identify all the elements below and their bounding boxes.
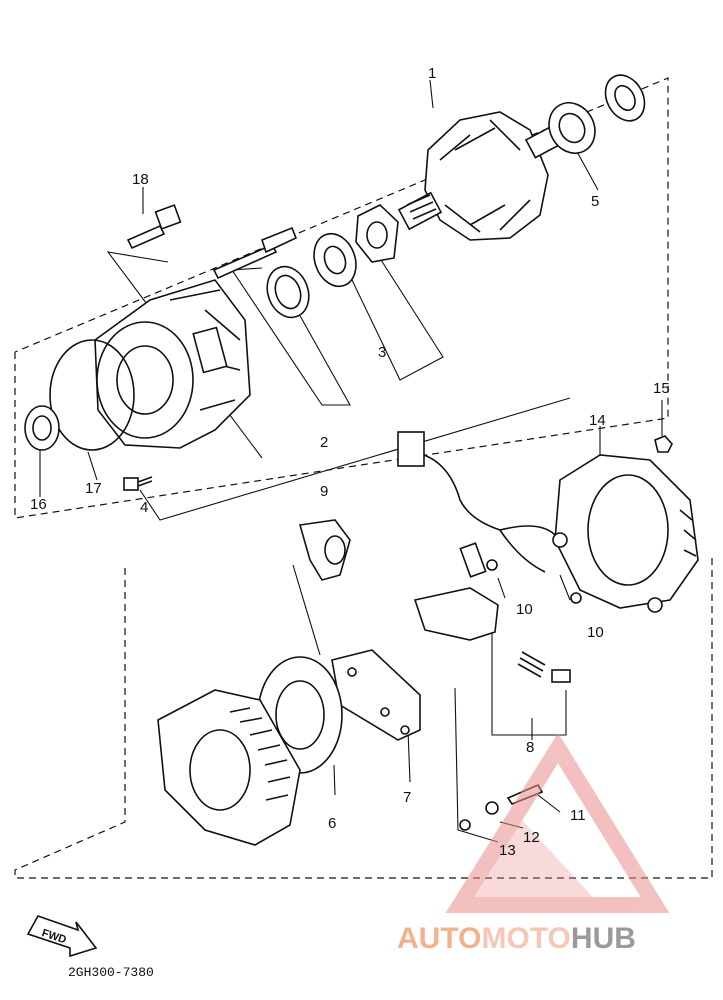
front-housing: [94, 279, 251, 449]
leader-lines: [39, 79, 663, 843]
callout-16: 16: [30, 496, 47, 513]
callout-6: 6: [328, 815, 336, 832]
callout-10-right: 10: [587, 624, 604, 641]
callout-2: 2: [320, 434, 328, 451]
callout-11: 11: [570, 807, 586, 824]
assembly-boundary-upper: [14, 77, 669, 519]
rear-bearing: [548, 74, 646, 154]
watermark-moto: MOTO: [481, 922, 570, 955]
wiring-harness: [397, 431, 556, 573]
brush-holder: [298, 519, 351, 581]
through-bolt: [212, 226, 298, 280]
regulator-assembly: [413, 542, 571, 683]
callout-17: 17: [85, 480, 102, 497]
cover-nut: [654, 435, 673, 453]
assembly-boundary-lower: [14, 555, 713, 879]
bearing-retainer-set: [266, 204, 399, 319]
callout-4: 4: [140, 499, 148, 516]
forward-direction-arrow: FWD: [26, 915, 98, 958]
rear-housing: [157, 689, 301, 846]
watermark-text: AUTOMOTOHUB: [397, 922, 636, 955]
rectifier: [331, 649, 421, 741]
housing-screw: [123, 476, 153, 491]
callout-13: 13: [499, 842, 516, 859]
oil-seal: [24, 405, 60, 451]
watermark-hub: HUB: [571, 922, 636, 955]
callout-18: 18: [132, 171, 149, 188]
diagram-code: 2GH300-7380: [68, 965, 154, 980]
watermark-triangle-logo: [445, 732, 670, 913]
callout-14: 14: [589, 412, 606, 429]
callout-7: 7: [403, 789, 411, 806]
watermark-auto: AUTO: [397, 922, 481, 955]
callout-1: 1: [428, 65, 436, 82]
callout-5: 5: [591, 193, 599, 210]
callout-9: 9: [320, 483, 328, 500]
mounting-bolt: [126, 204, 182, 250]
o-ring: [49, 339, 135, 451]
callout-10-left: 10: [516, 601, 533, 618]
callout-15: 15: [653, 380, 670, 397]
callout-12: 12: [523, 829, 540, 846]
rear-cover: [552, 454, 699, 613]
callout-8: 8: [526, 739, 534, 756]
callout-3: 3: [378, 344, 386, 361]
